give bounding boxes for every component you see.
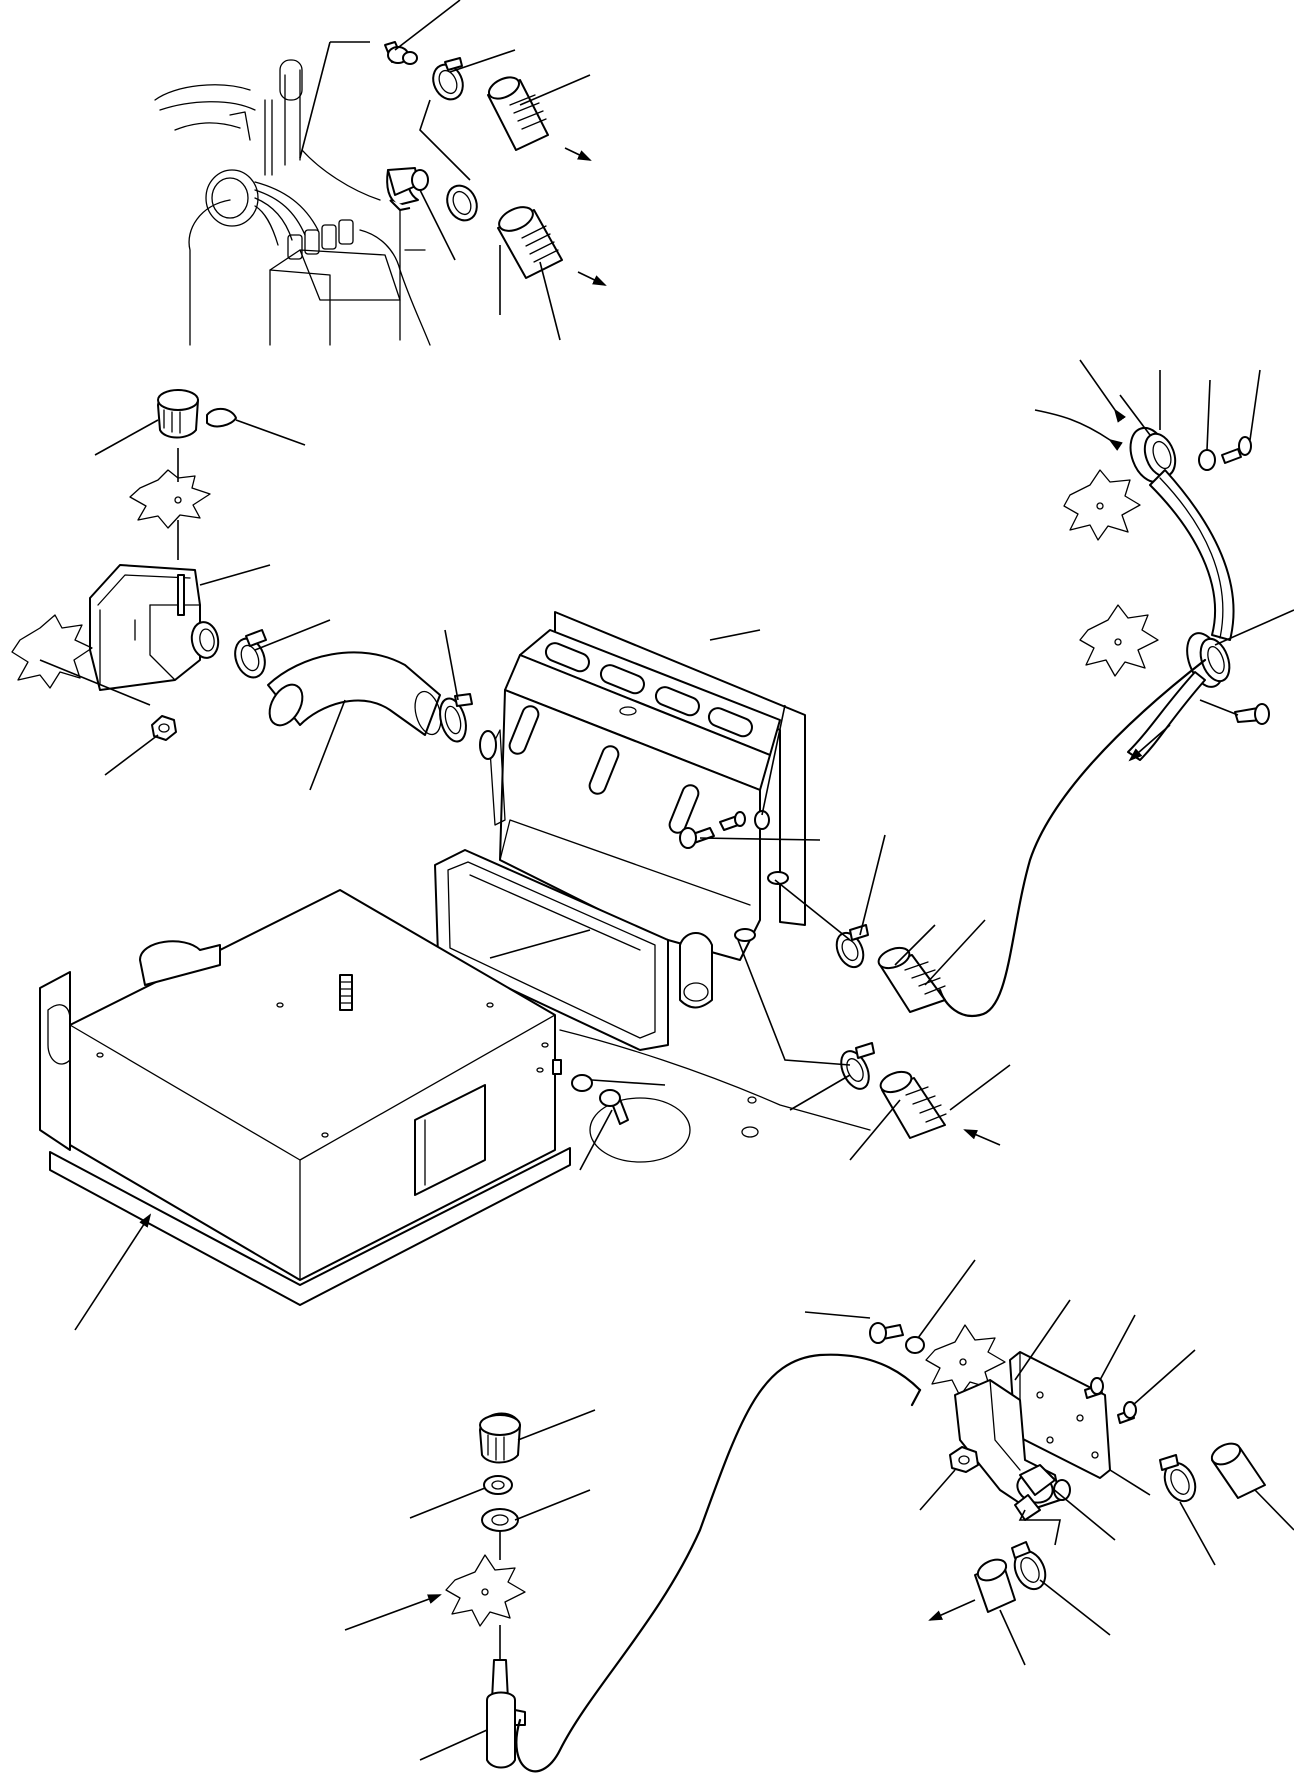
mount-symbol — [129, 469, 211, 529]
heater-hose — [877, 946, 946, 1013]
control-knob — [157, 389, 199, 439]
hose-clamp — [439, 693, 473, 743]
hose-clamp — [446, 184, 478, 222]
washer — [754, 810, 770, 830]
hose-clamp — [840, 1042, 875, 1090]
heater-hose — [487, 76, 549, 151]
water-valve — [954, 1379, 1071, 1521]
nut — [151, 715, 177, 741]
bolt — [1117, 1401, 1137, 1424]
bolt — [599, 1089, 629, 1125]
bolt — [1234, 703, 1270, 725]
bolt — [679, 827, 715, 849]
hose-clamp — [835, 924, 869, 969]
washer — [481, 1508, 519, 1532]
hose-clamp — [432, 57, 464, 101]
engine-inset — [154, 59, 431, 346]
grommet — [1129, 426, 1177, 484]
heater-hose — [497, 206, 563, 279]
hose-clamp — [1011, 1541, 1047, 1591]
washer — [1198, 449, 1216, 471]
bolt — [1221, 436, 1252, 464]
heater-hose — [1210, 1442, 1266, 1499]
heater-hose — [879, 1070, 947, 1139]
mount-symbol — [1063, 469, 1141, 541]
elbow-fitting — [386, 167, 429, 211]
reservoir-tank — [89, 564, 220, 691]
hose-clamp — [234, 629, 267, 679]
hose-clamp — [1159, 1454, 1197, 1503]
control-cable — [486, 1659, 526, 1769]
cap — [206, 407, 237, 428]
heater-hose — [1149, 469, 1235, 641]
washer — [571, 1074, 593, 1092]
mount-symbol — [445, 1554, 526, 1627]
mount-symbol — [1079, 604, 1159, 677]
control-knob — [479, 1412, 521, 1464]
bolt — [869, 1322, 904, 1344]
bolt — [719, 811, 746, 831]
washer — [905, 1336, 925, 1354]
straight-fitting — [384, 41, 418, 65]
heater-hose — [974, 1558, 1016, 1613]
bolt — [1084, 1377, 1104, 1399]
mount-symbol — [11, 614, 93, 689]
heater-hose — [267, 651, 442, 736]
duct-box — [39, 889, 571, 1306]
washer — [483, 1475, 513, 1495]
heater-core-unit — [479, 611, 806, 1009]
nut — [949, 1446, 979, 1473]
